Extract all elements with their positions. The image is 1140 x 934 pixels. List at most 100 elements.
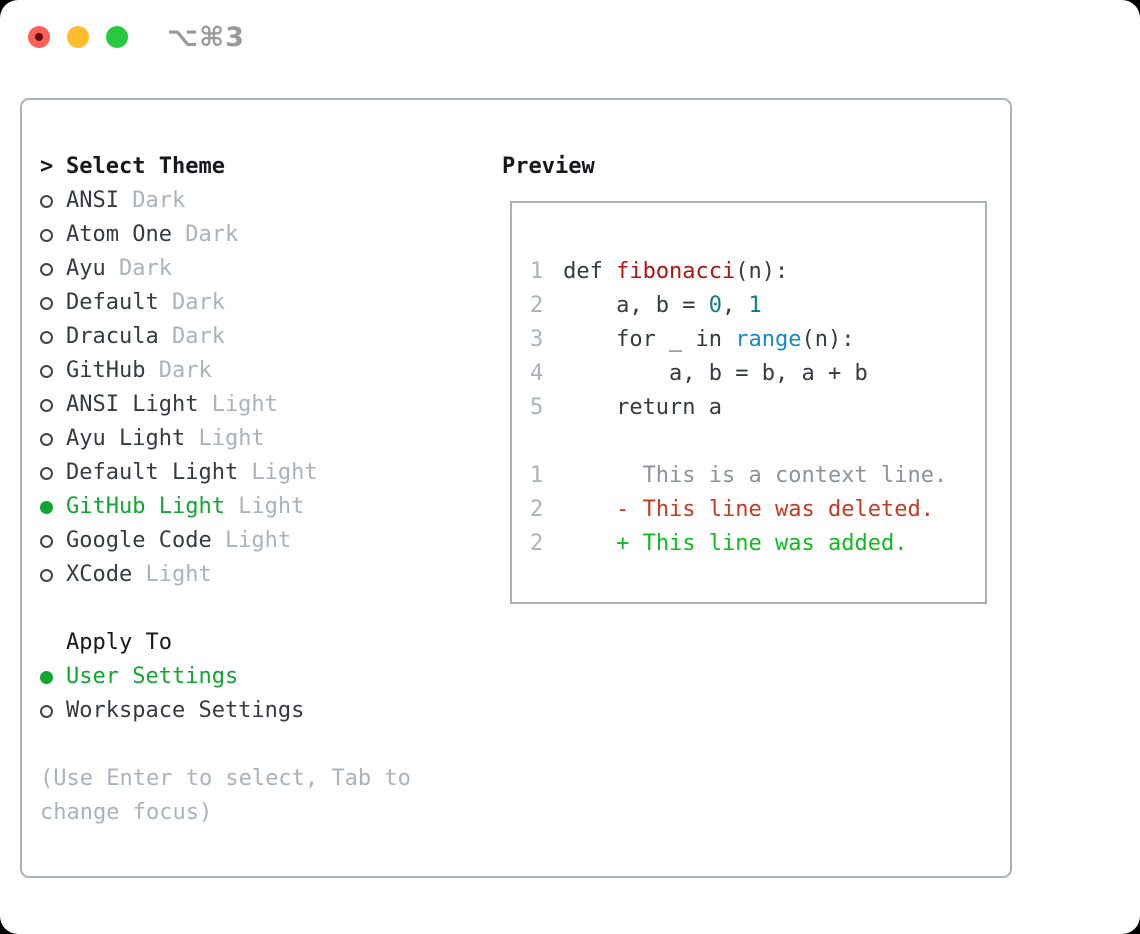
option-label: XCode — [66, 562, 133, 587]
option-variant-label: Dark — [185, 222, 239, 247]
marker — [40, 432, 66, 446]
marker — [40, 262, 66, 276]
radio-icon — [40, 704, 53, 718]
radio-icon — [40, 330, 53, 344]
line-number: 2 — [530, 497, 544, 522]
option-variant-label: Dark — [171, 324, 225, 349]
code-line: 3 for _ in range(n): — [530, 323, 985, 357]
line-number — [530, 425, 543, 459]
titlebar: ⌥⌘3 — [0, 0, 1140, 74]
radio-icon — [40, 534, 53, 548]
prompt-icon: > — [40, 154, 54, 179]
marker — [40, 704, 66, 718]
maximize-button[interactable] — [106, 26, 128, 48]
spacer — [40, 592, 480, 626]
option-label: GitHub — [66, 358, 146, 383]
window-title: ⌥⌘3 — [167, 22, 245, 53]
theme-option-ayu[interactable]: Ayu Dark — [40, 252, 480, 286]
code-line: 2 - This line was deleted. — [530, 493, 985, 527]
option-label: Default Light — [66, 460, 239, 485]
marker — [40, 296, 66, 310]
option-variant-label: Light — [251, 460, 318, 485]
theme-option-dracula[interactable]: Dracula Dark — [40, 320, 480, 354]
line-number: 1 — [530, 463, 544, 488]
code-line: 1 This is a context line. — [530, 459, 985, 493]
close-button[interactable] — [28, 26, 50, 48]
token-code: a, b = b, a + b — [563, 361, 868, 386]
traffic-lights — [28, 26, 128, 48]
token-num: 0 — [708, 293, 723, 318]
radio-icon — [40, 568, 53, 582]
radio-icon — [40, 364, 53, 378]
token-code: , — [722, 293, 749, 318]
token-ctx: This is a context line. — [563, 463, 948, 488]
radio-icon — [40, 466, 53, 480]
theme-option-google-code[interactable]: Google Code Light — [40, 524, 480, 558]
option-label: Google Code — [66, 528, 212, 553]
option-variant-label: Light — [145, 562, 212, 587]
token-del: - This line was deleted. — [616, 497, 934, 522]
token-builtin: range — [735, 327, 802, 352]
radio-icon — [40, 194, 53, 208]
token-code — [563, 527, 616, 561]
theme-option-default-light[interactable]: Default Light Light — [40, 456, 480, 490]
option-label: Default — [66, 290, 159, 315]
preview-title: Preview — [502, 154, 595, 179]
apply-option-workspace-settings[interactable]: Workspace Settings — [40, 694, 480, 728]
marker — [40, 364, 66, 378]
option-variant-label: Dark — [118, 256, 172, 281]
marker — [40, 330, 66, 344]
option-variant-label: Light — [238, 494, 305, 519]
option-label: Ayu — [66, 256, 106, 281]
radio-icon — [40, 398, 53, 412]
code-line: 2 a, b = 0, 1 — [530, 289, 985, 323]
theme-option-xcode[interactable]: XCode Light — [40, 558, 480, 592]
option-label: ANSI — [66, 188, 119, 213]
theme-option-atom-one[interactable]: Atom One Dark — [40, 218, 480, 252]
line-number: 3 — [530, 327, 544, 352]
token-code: return a — [563, 395, 723, 420]
line-number: 2 — [530, 531, 544, 556]
marker — [40, 568, 66, 582]
token-code: (n): — [735, 259, 789, 284]
marker — [40, 534, 66, 548]
minimize-button[interactable] — [67, 26, 89, 48]
token-code: (n): — [801, 327, 855, 352]
token-code: for _ in — [563, 327, 736, 352]
code-line: 4 a, b = b, a + b — [530, 357, 985, 391]
radio-icon — [40, 296, 53, 310]
option-variant-label: Light — [224, 528, 292, 553]
code-line — [530, 425, 985, 459]
option-label: Workspace Settings — [66, 698, 305, 723]
apply-to-header: Apply To — [40, 626, 480, 660]
token-code: a, b = — [563, 293, 709, 318]
theme-option-github[interactable]: GitHub Dark — [40, 354, 480, 388]
option-label: Dracula — [66, 324, 159, 349]
option-variant-label: Dark — [171, 290, 225, 315]
option-label: Atom One — [66, 222, 172, 247]
option-variant-label: Dark — [158, 358, 212, 383]
close-dot-icon — [35, 33, 43, 41]
option-label: User Settings — [66, 664, 239, 689]
token-add: + This line was added. — [616, 531, 908, 556]
line-number: 4 — [530, 361, 544, 386]
token-code: def — [563, 259, 617, 284]
spacer — [40, 728, 480, 762]
marker — [40, 398, 66, 412]
apply-option-user-settings[interactable]: User Settings — [40, 660, 480, 694]
picker-header: > Select Theme — [40, 150, 480, 184]
token-num: 1 — [748, 293, 762, 318]
token-func: fibonacci — [616, 259, 736, 284]
theme-option-default[interactable]: Default Dark — [40, 286, 480, 320]
